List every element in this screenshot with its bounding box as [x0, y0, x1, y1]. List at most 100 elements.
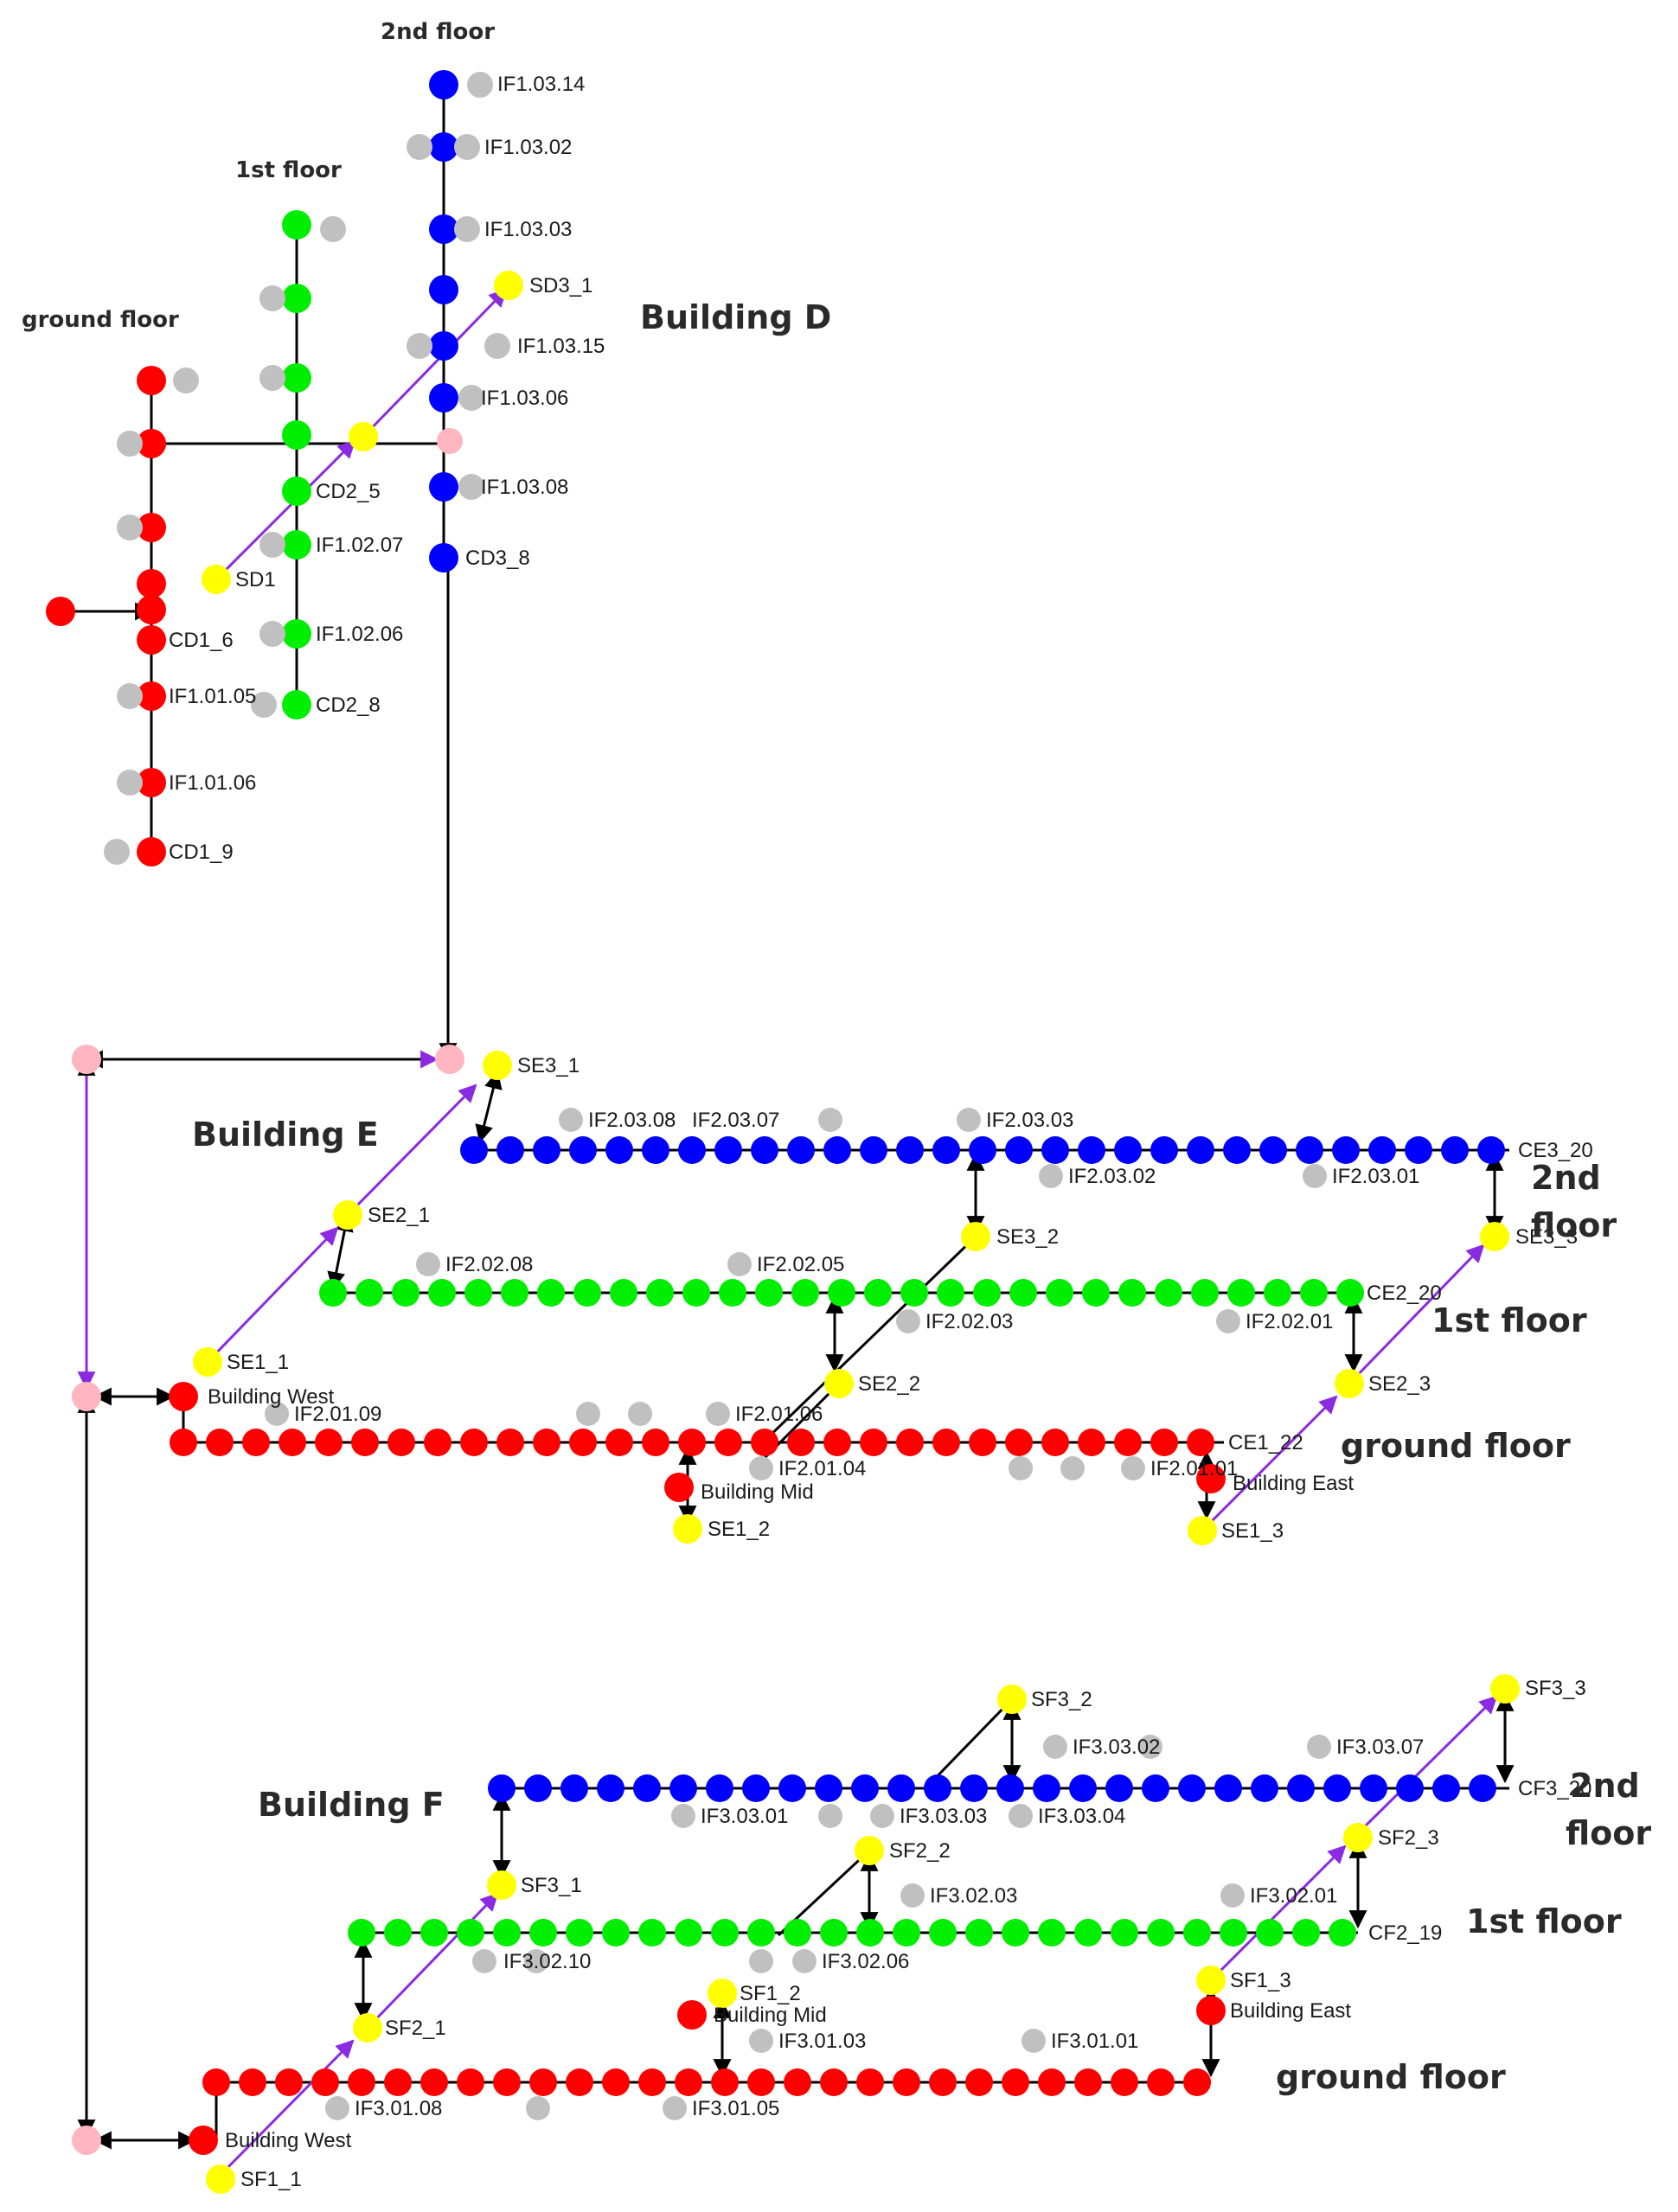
corridor-node[interactable]	[937, 1279, 964, 1307]
corridor-node[interactable]	[929, 2068, 957, 2096]
room-node[interactable]	[458, 385, 484, 411]
room-node[interactable]	[173, 368, 199, 393]
node[interactable]	[137, 837, 166, 866]
stair-node[interactable]	[483, 1051, 512, 1080]
node[interactable]	[429, 214, 458, 244]
stair-node[interactable]	[193, 1347, 222, 1377]
corridor-node[interactable]	[1187, 1136, 1214, 1164]
corridor-node[interactable]	[1005, 1136, 1033, 1164]
corridor-node[interactable]	[384, 2068, 412, 2096]
corridor-node[interactable]	[1323, 1774, 1351, 1802]
corridor-node[interactable]	[719, 1279, 746, 1307]
corridor-node[interactable]	[856, 2068, 884, 2096]
corridor-node[interactable]	[932, 1136, 960, 1164]
stair-node[interactable]	[961, 1222, 990, 1251]
corridor-node[interactable]	[1432, 1774, 1460, 1802]
node[interactable]	[282, 420, 311, 450]
room-node[interactable]	[900, 1883, 925, 1908]
node[interactable]	[429, 383, 458, 412]
corridor-node[interactable]	[820, 2068, 848, 2096]
stair-node[interactable]	[1188, 1516, 1217, 1545]
corridor-node[interactable]	[711, 2068, 739, 2096]
node[interactable]	[137, 569, 166, 598]
corridor-node[interactable]	[1114, 1136, 1142, 1164]
node[interactable]	[429, 543, 458, 572]
corridor-node[interactable]	[1118, 1279, 1146, 1307]
corridor-node[interactable]	[1227, 1279, 1255, 1307]
corridor-node[interactable]	[311, 2068, 339, 2096]
stair-node[interactable]	[997, 1685, 1027, 1714]
corridor-node[interactable]	[529, 2068, 557, 2096]
room-node[interactable]	[117, 431, 143, 457]
room-node[interactable]	[1009, 1456, 1033, 1480]
room-node[interactable]	[818, 1804, 842, 1828]
connector-node[interactable]	[72, 2126, 101, 2155]
corridor-node[interactable]	[605, 1136, 633, 1164]
room-node[interactable]	[671, 1804, 695, 1828]
corridor-node[interactable]	[420, 1919, 448, 1947]
node[interactable]	[429, 132, 458, 162]
room-node[interactable]	[407, 134, 432, 160]
corridor-node[interactable]	[239, 2068, 266, 2096]
room-node[interactable]	[727, 1252, 752, 1276]
node[interactable]	[282, 284, 311, 313]
corridor-node[interactable]	[969, 1429, 996, 1456]
corridor-node[interactable]	[488, 1774, 516, 1802]
corridor-node[interactable]	[605, 1429, 633, 1456]
corridor-node[interactable]	[924, 1774, 951, 1802]
corridor-node[interactable]	[602, 1919, 630, 1947]
corridor-node[interactable]	[1264, 1279, 1291, 1307]
stair-node[interactable]	[855, 1836, 884, 1865]
room-node[interactable]	[957, 1108, 981, 1132]
stair-node[interactable]	[487, 1870, 516, 1900]
room-node[interactable]	[259, 532, 285, 558]
corridor-node[interactable]	[387, 1429, 415, 1456]
corridor-node[interactable]	[1041, 1136, 1069, 1164]
stair-node[interactable]	[1343, 1823, 1373, 1852]
room-node[interactable]	[458, 474, 484, 500]
room-node[interactable]	[792, 1949, 817, 1973]
room-node[interactable]	[524, 1949, 548, 1973]
room-node[interactable]	[1009, 1804, 1033, 1828]
corridor-node[interactable]	[529, 1919, 557, 1947]
room-node[interactable]	[1303, 1164, 1327, 1188]
room-node[interactable]	[628, 1402, 652, 1426]
corridor-node[interactable]	[560, 1774, 588, 1802]
corridor-node[interactable]	[1033, 1774, 1060, 1802]
stair-node[interactable]	[206, 2164, 235, 2194]
corridor-node[interactable]	[706, 1774, 733, 1802]
node[interactable]	[282, 210, 311, 240]
corridor-node[interactable]	[1005, 1429, 1033, 1456]
stair-node[interactable]	[824, 1369, 854, 1398]
corridor-node[interactable]	[1038, 1919, 1066, 1947]
corridor-node[interactable]	[678, 1429, 706, 1456]
room-node[interactable]	[1307, 1735, 1331, 1759]
corridor-node[interactable]	[1078, 1136, 1105, 1164]
corridor-node[interactable]	[791, 1279, 819, 1307]
corridor-node[interactable]	[1183, 1919, 1211, 1947]
room-node[interactable]	[1060, 1456, 1085, 1480]
corridor-node[interactable]	[965, 2068, 993, 2096]
room-node[interactable]	[576, 1402, 600, 1426]
corridor-node[interactable]	[1002, 2068, 1029, 2096]
corridor-node[interactable]	[893, 2068, 920, 2096]
connector-node[interactable]	[72, 1045, 101, 1074]
node[interactable]	[282, 530, 311, 559]
stair-node[interactable]	[494, 271, 523, 300]
node[interactable]	[429, 331, 458, 361]
corridor-node[interactable]	[751, 1136, 778, 1164]
corridor-node[interactable]	[573, 1279, 601, 1307]
corridor-node[interactable]	[828, 1279, 855, 1307]
stair-node[interactable]	[349, 422, 378, 451]
corridor-node[interactable]	[711, 1919, 739, 1947]
node[interactable]	[137, 429, 166, 458]
corridor-node[interactable]	[893, 1919, 920, 1947]
corridor-node[interactable]	[1223, 1136, 1251, 1164]
corridor-node[interactable]	[1256, 1919, 1284, 1947]
corridor-node[interactable]	[742, 1774, 770, 1802]
corridor-node[interactable]	[900, 1279, 928, 1307]
room-node[interactable]	[104, 839, 130, 865]
corridor-node[interactable]	[569, 1429, 597, 1456]
room-node[interactable]	[526, 2096, 550, 2120]
corridor-node[interactable]	[1292, 1919, 1320, 1947]
